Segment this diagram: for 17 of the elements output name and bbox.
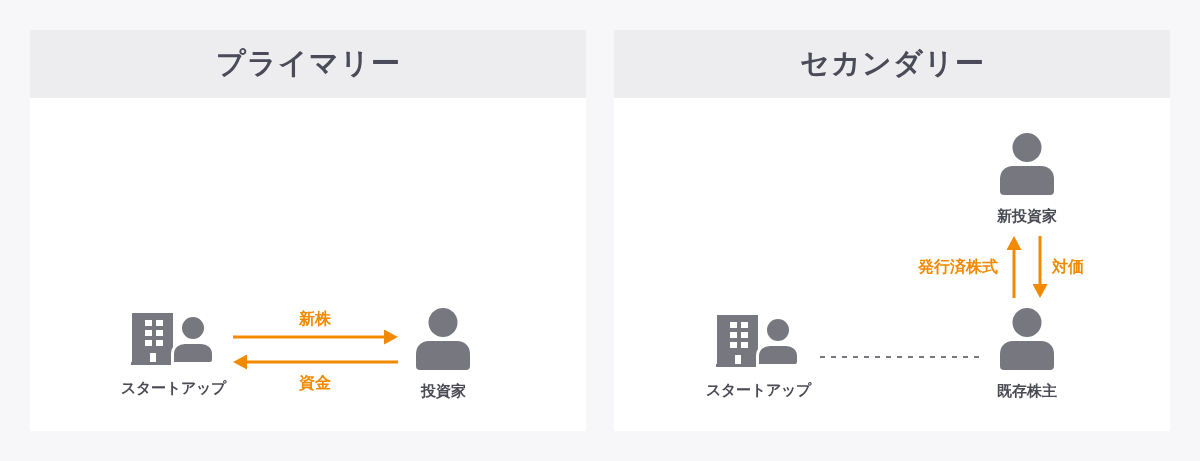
arrow	[233, 354, 398, 370]
node-label: 投資家	[420, 381, 466, 401]
panel	[614, 30, 1170, 431]
node-label: スタートアップ	[705, 380, 811, 400]
node-label: スタートアップ	[120, 378, 226, 398]
arrow	[1032, 236, 1048, 298]
edge-label: 資金	[299, 373, 331, 393]
panel-title: プライマリー	[215, 45, 401, 82]
edge-label: 対価	[1052, 257, 1084, 277]
edge-label: 新株	[299, 309, 331, 329]
panel	[30, 30, 586, 431]
edge-label: 発行済株式	[918, 257, 998, 277]
arrow	[233, 329, 398, 345]
node-label: 新投資家	[997, 206, 1057, 226]
arrow	[1006, 236, 1022, 298]
node-label: 既存株主	[997, 381, 1057, 401]
panel-title: セカンダリー	[799, 45, 985, 82]
